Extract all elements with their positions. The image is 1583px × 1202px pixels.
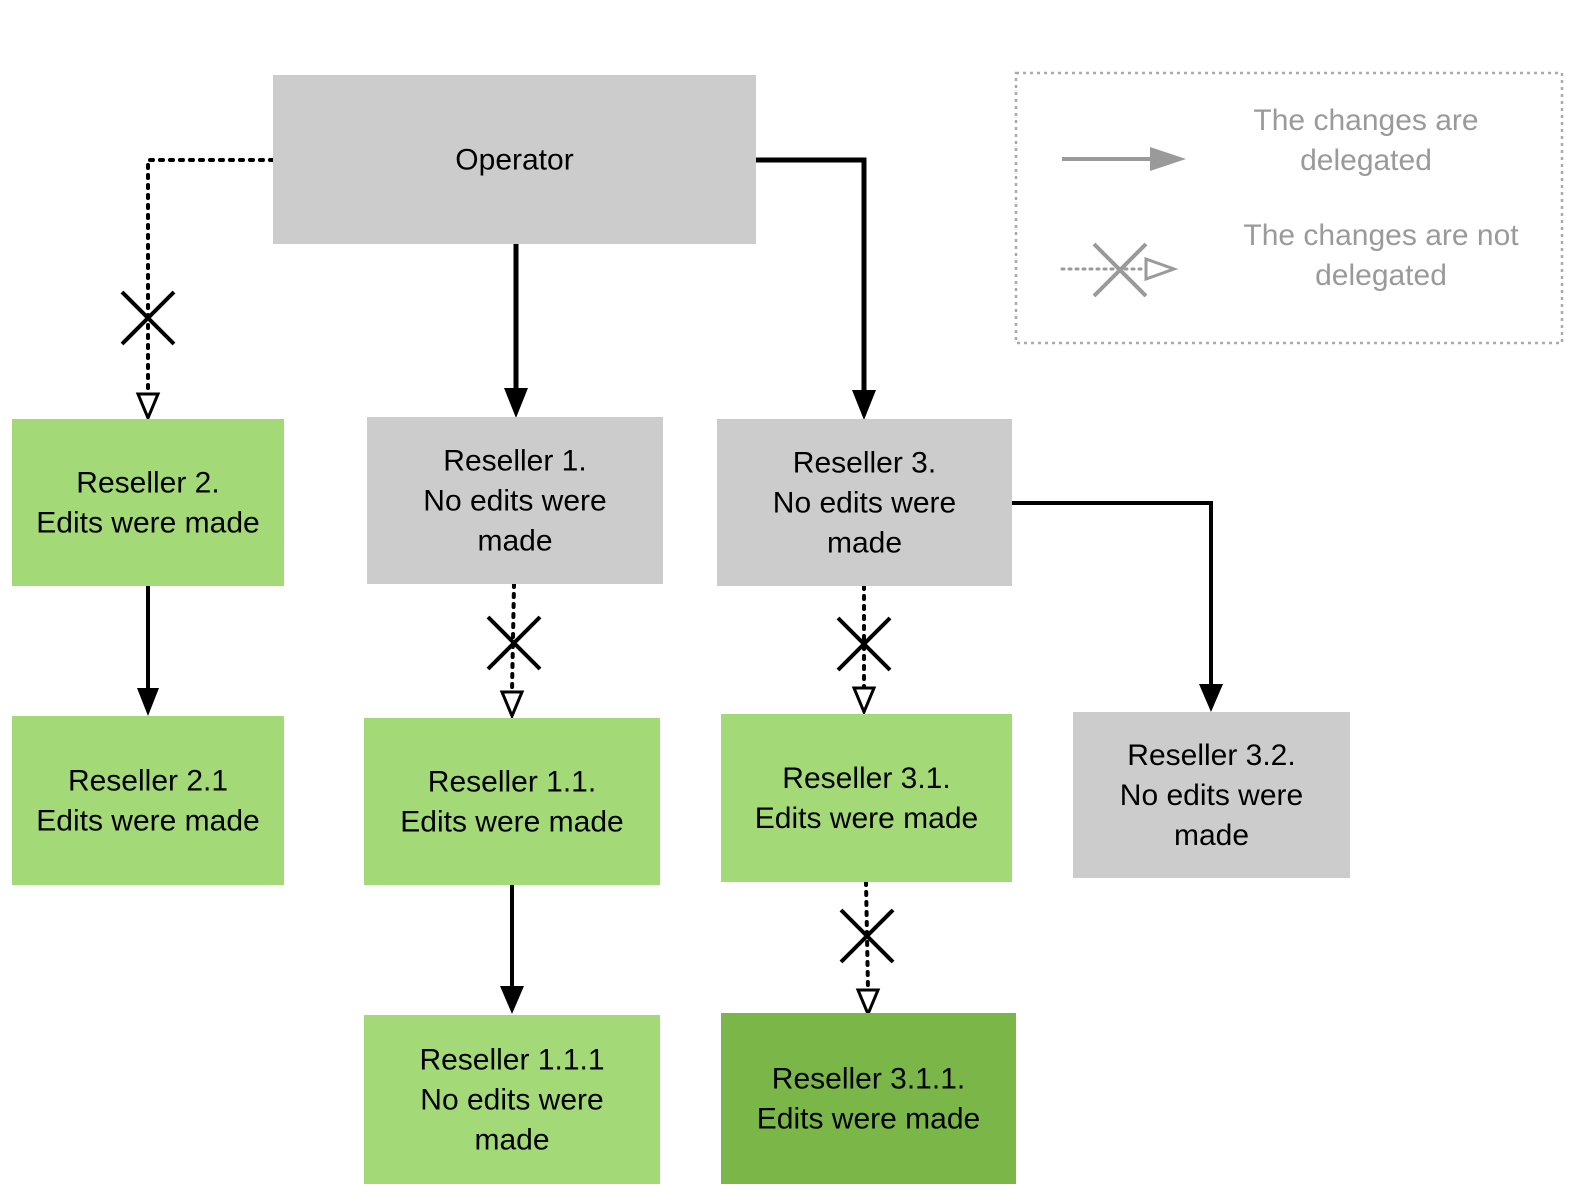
edge-reseller-1-1-to-reseller-1-1-1	[500, 885, 524, 1014]
label-line: No edits were	[1120, 779, 1303, 812]
label-line: made	[477, 525, 552, 558]
edge-operator-to-reseller-3	[756, 157, 876, 420]
label-line: Edits were made	[757, 1103, 980, 1136]
label-line: Edits were made	[36, 805, 259, 838]
edge-reseller-1-to-reseller-1-1	[486, 582, 542, 720]
label-line: Reseller 3.	[793, 447, 936, 480]
arrowhead-icon	[1150, 147, 1186, 171]
label-line: Reseller 1.	[443, 445, 586, 478]
arrowhead-icon	[504, 388, 528, 418]
node-label: Reseller 3.1. Edits were made	[755, 762, 978, 835]
label-line: made	[474, 1124, 549, 1157]
open-arrowhead-icon	[499, 690, 525, 720]
open-arrowhead-icon	[855, 988, 881, 1018]
not-delegated-cross-icon	[839, 908, 895, 964]
edge-reseller-3-to-reseller-3-2	[1012, 501, 1223, 712]
edge-reseller-3-1-to-reseller-3-1-1	[839, 880, 895, 1018]
arrowhead-icon	[852, 390, 876, 420]
legend-not-delegated-sample	[1060, 242, 1179, 298]
label-line: No edits were	[420, 1084, 603, 1117]
node-label: Reseller 3. No edits were made	[773, 447, 956, 560]
label-line: Edits were made	[36, 507, 259, 540]
connectors	[120, 157, 1223, 1018]
not-delegated-cross-icon	[486, 615, 542, 671]
node-label: Reseller 1.1.1 No edits were made	[419, 1044, 604, 1157]
node-reseller-3-2: Reseller 3.2. No edits were made	[1073, 712, 1350, 878]
node-operator: Operator	[273, 75, 756, 244]
label-line: No edits were	[773, 487, 956, 520]
node-label: Reseller 1.1. Edits were made	[400, 766, 623, 839]
label-line: Reseller 2.	[76, 467, 219, 500]
label-line: made	[1174, 819, 1249, 852]
label-line: Reseller 3.1.	[782, 762, 950, 795]
label-line: The changes are not	[1243, 219, 1519, 252]
open-arrowhead-icon	[135, 392, 161, 422]
node-label: Operator	[455, 144, 573, 177]
label-line: Operator	[455, 144, 573, 177]
label-line: Edits were made	[400, 806, 623, 839]
legend-not-delegated-label: The changes are not delegated	[1243, 219, 1519, 292]
open-arrowhead-icon	[1144, 256, 1179, 282]
node-reseller-1: Reseller 1. No edits were made	[367, 417, 663, 584]
label-line: Reseller 2.1	[68, 765, 228, 798]
edge-operator-to-reseller-2	[120, 158, 275, 422]
legend-delegated-label: The changes are delegated	[1253, 104, 1478, 177]
open-arrowhead-icon	[851, 686, 877, 716]
node-reseller-3-1-1: Reseller 3.1.1. Edits were made	[721, 1013, 1016, 1184]
node-reseller-1-1: Reseller 1.1. Edits were made	[364, 718, 660, 885]
node-box	[12, 419, 284, 586]
legend: The changes are delegated The changes are…	[1014, 71, 1564, 345]
node-label: Reseller 3.1.1. Edits were made	[757, 1063, 980, 1136]
arrowhead-icon	[137, 688, 159, 716]
not-delegated-cross-icon	[1092, 242, 1148, 298]
node-reseller-1-1-1: Reseller 1.1.1 No edits were made	[364, 1015, 660, 1184]
node-box	[717, 419, 1012, 586]
label-line: delegated	[1300, 144, 1432, 177]
arrowhead-icon	[500, 986, 524, 1014]
label-line: Reseller 1.1.1	[419, 1044, 604, 1077]
legend-frame	[1014, 71, 1564, 345]
node-box	[364, 718, 660, 885]
not-delegated-cross-icon	[120, 290, 176, 346]
label-line: Reseller 3.2.	[1127, 739, 1295, 772]
label-line: The changes are	[1253, 104, 1478, 137]
not-delegated-cross-icon	[836, 616, 892, 672]
arrowhead-icon	[1199, 684, 1223, 712]
node-box	[721, 714, 1012, 882]
node-box	[273, 75, 756, 244]
label-line: made	[827, 527, 902, 560]
label-line: No edits were	[423, 485, 606, 518]
label-line: Edits were made	[755, 802, 978, 835]
node-box	[721, 1013, 1016, 1184]
label-line: Reseller 3.1.1.	[772, 1063, 965, 1096]
node-label: Reseller 3.2. No edits were made	[1120, 739, 1303, 852]
node-reseller-3-1: Reseller 3.1. Edits were made	[721, 714, 1012, 882]
node-box	[367, 417, 663, 584]
legend-delegated-sample	[1062, 147, 1186, 171]
edge-reseller-2-to-reseller-2-1	[137, 586, 159, 716]
node-reseller-3: Reseller 3. No edits were made	[717, 419, 1012, 586]
node-box	[364, 1015, 660, 1184]
node-box	[12, 716, 284, 885]
node-reseller-2: Reseller 2. Edits were made	[12, 419, 284, 586]
edge-operator-to-reseller-1	[504, 244, 528, 418]
node-label: Reseller 1. No edits were made	[423, 445, 606, 558]
label-line: Reseller 1.1.	[428, 766, 596, 799]
edge-reseller-3-to-reseller-3-1	[836, 584, 892, 716]
node-box	[1073, 712, 1350, 878]
node-label: Reseller 2. Edits were made	[36, 467, 259, 540]
label-line: delegated	[1315, 259, 1447, 292]
